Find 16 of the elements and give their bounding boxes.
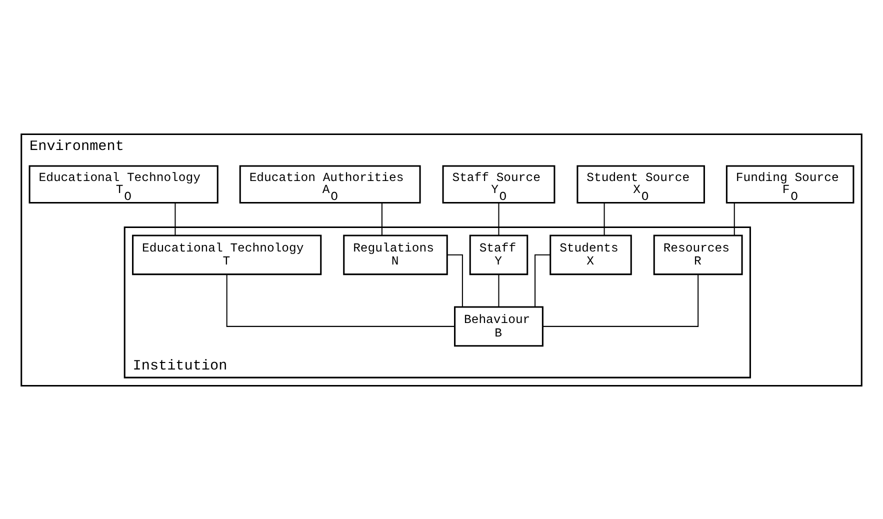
connector — [498, 274, 500, 306]
connector — [447, 254, 463, 306]
connector — [381, 202, 382, 235]
node-box: Resources R — [653, 234, 743, 275]
connector — [226, 274, 455, 326]
connector — [534, 254, 550, 306]
connector — [734, 202, 735, 235]
node-box: Behaviour B — [454, 306, 544, 346]
node-box: Regulations N — [343, 234, 448, 275]
connector — [498, 202, 500, 235]
connector — [604, 202, 605, 235]
node-box: Staff Y — [469, 234, 528, 275]
connector — [174, 202, 176, 235]
connector — [542, 274, 699, 326]
node-box: Students X — [550, 234, 632, 275]
node-box: Educational Technology T — [132, 234, 322, 275]
